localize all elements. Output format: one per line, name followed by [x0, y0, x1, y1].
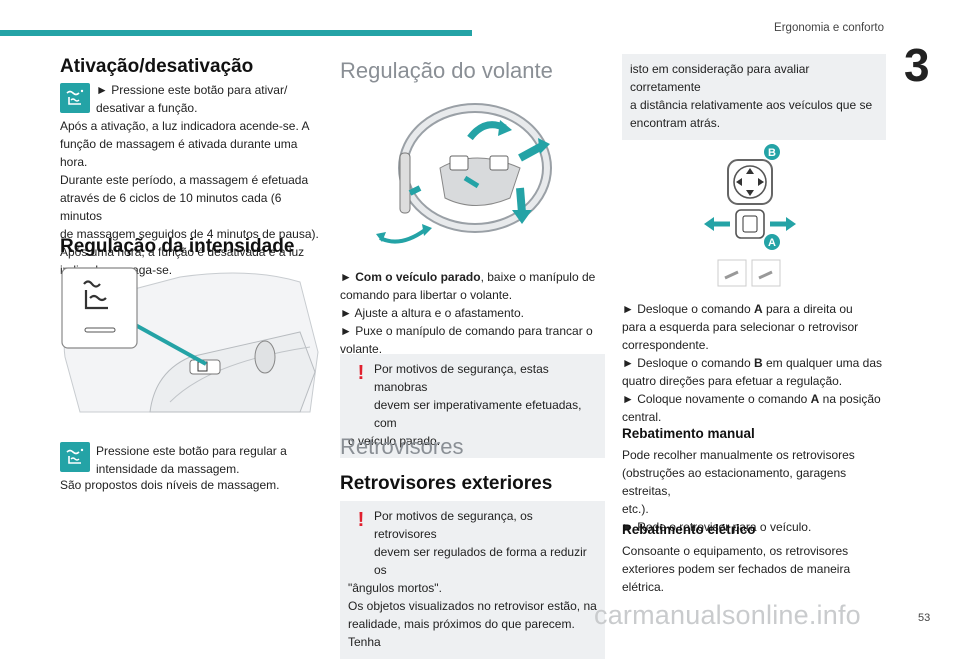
massage-intensity-icon [60, 442, 90, 472]
steering-bullet-3: ► Puxe o manípulo de comando para tranca… [340, 324, 593, 338]
warning-icon: ! [357, 509, 365, 531]
label-b: B [768, 147, 776, 159]
activation-bullet: ► Pressione este botão para ativar/ desa… [96, 81, 321, 117]
text-line: central. [622, 410, 662, 424]
intensity-levels-text: São propostos dois níveis de massagem. [60, 478, 280, 492]
text-line: "ângulos mortos". [348, 581, 442, 595]
text-line: devem ser imperativamente efetuadas, com [374, 398, 582, 430]
text-span: na posição [819, 392, 881, 406]
mirror-instructions: ► Desloque o comando A para a direita ou… [622, 300, 886, 426]
text-line: Por motivos de segurança, estas manobras [374, 362, 549, 394]
text-line: Os objetos visualizados no retrovisor es… [348, 599, 597, 613]
heading-mirrors: Retrovisores [340, 434, 464, 459]
text-line: de massagem seguidos de 4 minutos de pau… [60, 227, 319, 241]
watermark: carmanualsonline.info [594, 600, 861, 630]
steering-bullet-1-bold: Com o veículo parado [355, 270, 481, 284]
page-number: 53 [918, 612, 931, 624]
mirror-safety-note-continued: isto em consideração para avaliar corret… [622, 54, 886, 140]
text-line: Após a ativação, a luz indicadora acende… [60, 119, 310, 133]
running-title: Ergonomia e conforto [774, 22, 884, 34]
control-a-ref: A [753, 302, 763, 316]
heading-manual-folding: Rebatimento manual [622, 426, 755, 441]
text-line: função de massagem é ativada durante uma… [60, 137, 298, 169]
heading-activation: Ativação/desativação [60, 56, 254, 77]
text-line: para a esquerda para selecionar o retrov… [622, 320, 859, 334]
text-line: comando para libertar o volante. [340, 288, 513, 302]
mirror-bullet-2: ► Desloque o comando B em qualquer uma d… [622, 354, 886, 372]
massage-button-icon [60, 83, 90, 113]
heading-steering: Regulação do volante [340, 58, 553, 83]
text-line: etc.). [622, 502, 649, 516]
header-accent-bar [0, 30, 472, 36]
mirror-bullet-3: ► Coloque novamente o comando A na posiç… [622, 390, 886, 408]
text-line: através de 6 ciclos de 10 minutos cada (… [60, 191, 282, 223]
heading-intensity: Regulação da intensidade [60, 236, 295, 257]
text-line: isto em consideração para avaliar corret… [630, 62, 810, 94]
text-span: ► Desloque o comando [622, 356, 754, 370]
text-span: para a direita ou [762, 302, 853, 316]
manual-folding-text: Pode recolher manualmente os retrovisore… [622, 446, 886, 536]
activation-bullet-line: ► Pressione este botão para ativar/ [96, 83, 288, 97]
text-line: intensidade da massagem. [96, 462, 240, 476]
text-line: Consoante o equipamento, os retrovisores [622, 544, 849, 558]
warning-icon: ! [357, 362, 365, 384]
mirror-safety-note: ! Por motivos de segurança, os retroviso… [340, 501, 605, 659]
heading-electric-folding: Rebatimento elétrico [622, 522, 756, 537]
control-b-ref: B [753, 356, 763, 370]
text-line: (obstruções ao estacionamento, garagens … [622, 466, 847, 498]
text-line: Durante este período, a massagem é efetu… [60, 173, 309, 187]
steering-bullet-2: ► Ajuste a altura e o afastamento. [340, 306, 524, 320]
text-line: quatro direções para efetuar a regulação… [622, 374, 843, 388]
text-span: em qualquer uma das [762, 356, 883, 370]
steering-bullet-1-rest: , baixe o manípulo de [480, 270, 596, 284]
steering-wheel-illustration [376, 103, 552, 244]
text-line: realidade, mais próximos do que parecem.… [348, 617, 575, 649]
text-line: a distância relativamente aos veículos q… [630, 98, 873, 112]
text-line: Pode recolher manualmente os retrovisore… [622, 448, 855, 462]
text-line: Pressione este botão para regular a [96, 444, 287, 458]
seat-massage-illustration [61, 267, 319, 413]
text-span: ► Coloque novamente o comando [622, 392, 811, 406]
electric-folding-text: Consoante o equipamento, os retrovisores… [622, 542, 886, 596]
text-line: ► Rode o retrovisor para o veículo. [622, 520, 812, 534]
mirror-bullet-1: ► Desloque o comando A para a direita ou [622, 300, 886, 318]
steering-instructions: ► Com o veículo parado, baixe o manípulo… [340, 268, 605, 358]
label-a: A [768, 237, 776, 249]
activation-bullet-line: desativar a função. [96, 101, 198, 115]
heading-exterior-mirrors: Retrovisores exteriores [340, 473, 553, 494]
text-span: ► Desloque o comando [622, 302, 754, 316]
chapter-number: 3 [904, 39, 930, 91]
control-a-ref: A [810, 392, 820, 406]
text-line: o veículo parado. [348, 434, 441, 448]
text-line: Por motivos de segurança, os retrovisore… [374, 509, 533, 541]
text-line: devem ser regulados de forma a reduzir o… [374, 545, 587, 577]
intensity-text: Pressione este botão para regular a inte… [96, 442, 321, 478]
text-line: Após uma hora, a função é desativada e a… [60, 245, 305, 259]
text-line: volante. [340, 342, 383, 356]
steering-bullet-1: ► Com o veículo parado, baixe o manípulo… [340, 270, 596, 284]
mirror-control-illustration: B A [704, 144, 796, 287]
text-line: encontram atrás. [630, 116, 721, 130]
steering-safety-note: ! Por motivos de segurança, estas manobr… [340, 354, 605, 458]
text-line: correspondente. [622, 338, 709, 352]
text-line: exteriores podem ser fechados de maneira… [622, 562, 851, 594]
